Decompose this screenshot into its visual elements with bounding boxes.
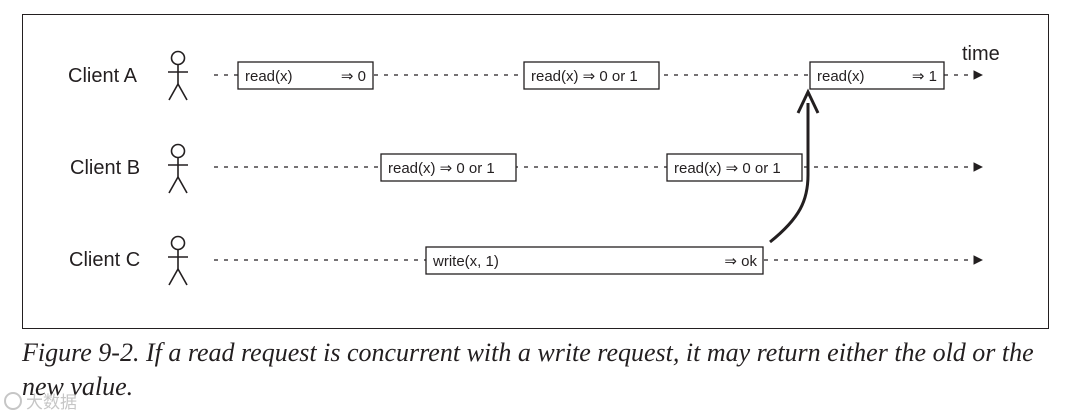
client-row-a: Client A read(x) ⇒ 0 read(x) ⇒ 0 or 1 re… (68, 50, 983, 101)
linearizability-diagram: time Client A read(x) ⇒ 0 read(x) ⇒ 0 or… (22, 14, 1049, 329)
op-box-a1: read(x) ⇒ 0 (237, 61, 374, 90)
op-box-b1: read(x) ⇒ 0 or 1 (380, 153, 517, 182)
op-box-b2: read(x) ⇒ 0 or 1 (666, 153, 803, 182)
watermark: 大数据 (4, 388, 77, 413)
figure-caption: Figure 9-2. If a read request is concurr… (22, 338, 1034, 401)
op-label: read(x) ⇒ 0 or 1 (674, 160, 781, 177)
op-box-a3: read(x) ⇒ 1 (809, 61, 945, 90)
stick-figure-icon (168, 143, 188, 194)
op-result: ⇒ 1 (912, 68, 937, 85)
op-label: write(x, 1) (432, 253, 499, 270)
op-label: read(x) ⇒ 0 or 1 (388, 160, 495, 177)
op-box-a2: read(x) ⇒ 0 or 1 (523, 61, 660, 90)
write-to-read-arrow (769, 88, 820, 244)
stick-figure-icon (168, 50, 188, 101)
client-label-b: Client B (70, 157, 140, 179)
watermark-logo-icon (4, 392, 22, 410)
stick-figure-icon (168, 235, 188, 286)
watermark-text: 大数据 (26, 393, 77, 413)
time-axis-label: time (962, 43, 1000, 65)
client-label-c: Client C (69, 249, 140, 271)
client-label-a: Client A (68, 65, 138, 87)
client-row-c: Client C write(x, 1) ⇒ ok (69, 235, 983, 286)
op-result: ⇒ ok (724, 253, 757, 270)
diagram-frame (22, 14, 1049, 329)
op-label: read(x) (245, 68, 293, 85)
op-label: read(x) (817, 68, 865, 85)
op-box-c1: write(x, 1) ⇒ ok (425, 246, 764, 275)
op-label: read(x) ⇒ 0 or 1 (531, 68, 638, 85)
op-result: ⇒ 0 (341, 68, 366, 85)
client-row-b: Client B read(x) ⇒ 0 or 1 read(x) ⇒ 0 or… (70, 143, 983, 194)
